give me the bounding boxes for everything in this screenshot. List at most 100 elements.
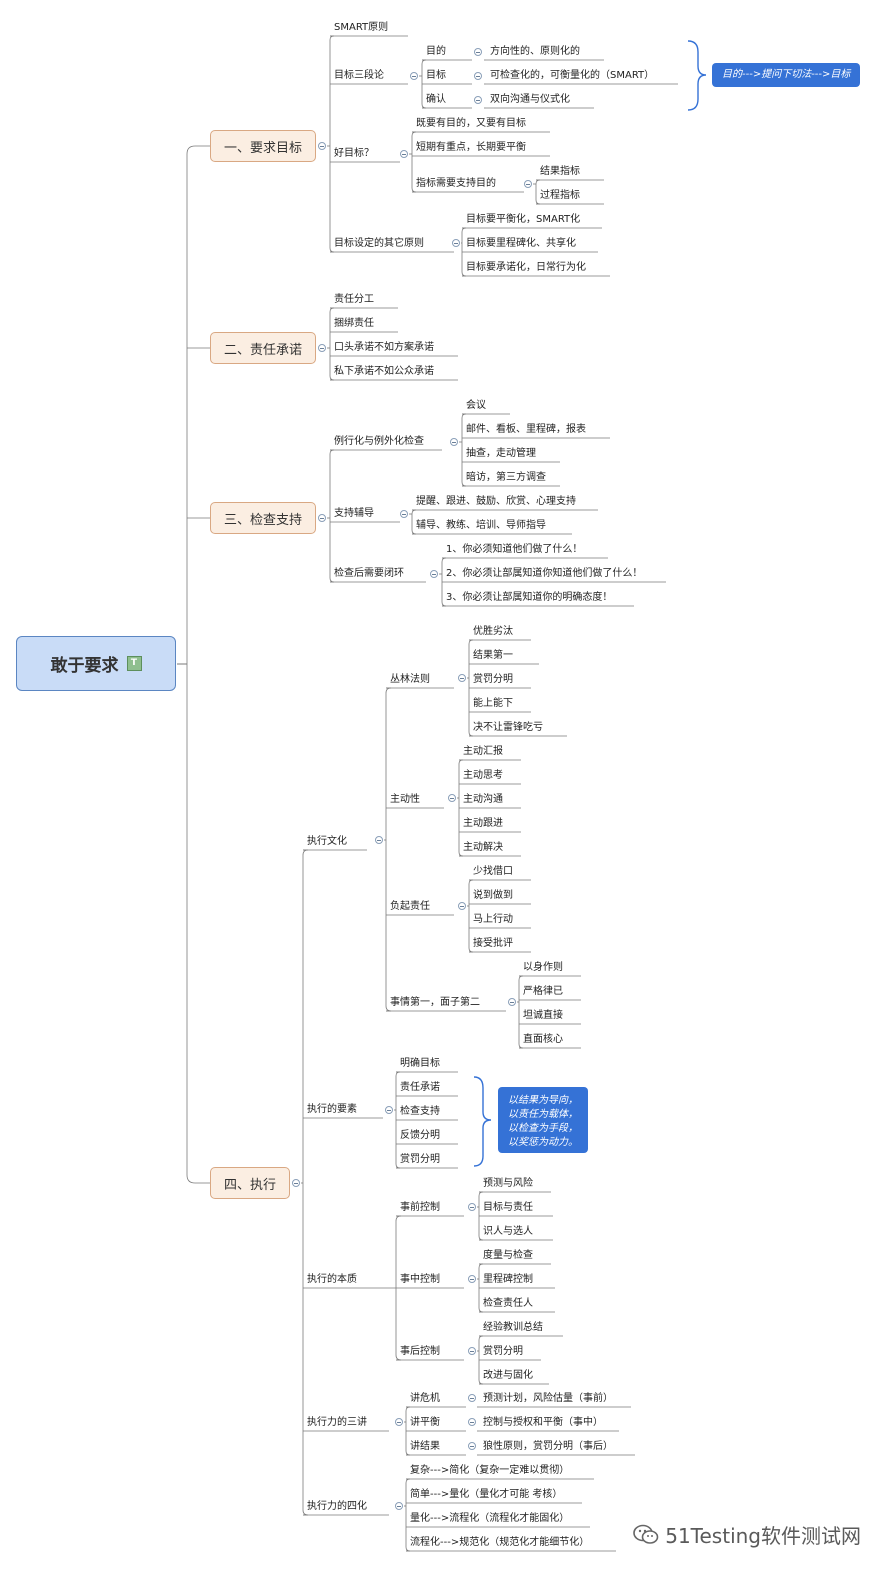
root-node[interactable]: 敢于要求 T [16, 636, 176, 691]
topic-node[interactable]: 主动沟通 [463, 794, 503, 805]
collapse-toggle-icon[interactable] [468, 1394, 476, 1402]
topic-node[interactable]: 复杂--->简化（复杂一定难以贯彻） [410, 1465, 570, 1476]
collapse-toggle-icon[interactable] [468, 1442, 476, 1450]
topic-node[interactable]: 抽查，走动管理 [466, 448, 536, 459]
topic-node[interactable]: 负起责任 [390, 901, 430, 912]
collapse-toggle-icon[interactable] [468, 1275, 476, 1283]
collapse-toggle-icon[interactable] [318, 142, 326, 150]
topic-node[interactable]: 私下承诺不如公众承诺 [334, 366, 434, 377]
topic-node[interactable]: 预测与风险 [483, 1178, 533, 1189]
topic-node[interactable]: 坦诚直接 [523, 1010, 563, 1021]
collapse-toggle-icon[interactable] [474, 72, 482, 80]
topic-node[interactable]: 狼性原则，赏罚分明（事后） [483, 1441, 613, 1452]
topic-node[interactable]: 事中控制 [400, 1274, 440, 1285]
collapse-toggle-icon[interactable] [458, 674, 466, 682]
topic-node[interactable]: 主动思考 [463, 770, 503, 781]
topic-node[interactable]: 目标要里程碑化、共享化 [466, 238, 576, 249]
collapse-toggle-icon[interactable] [400, 150, 408, 158]
topic-node[interactable]: 责任分工 [334, 294, 374, 305]
topic-node[interactable]: 目标与责任 [483, 1202, 533, 1213]
collapse-toggle-icon[interactable] [524, 180, 532, 188]
collapse-toggle-icon[interactable] [318, 514, 326, 522]
topic-node[interactable]: 结果指标 [540, 166, 580, 177]
topic-node[interactable]: 主动跟进 [463, 818, 503, 829]
topic-node[interactable]: 讲结果 [410, 1441, 440, 1452]
topic-node[interactable]: 严格律已 [523, 986, 563, 997]
topic-node[interactable]: 说到做到 [473, 890, 513, 901]
topic-node[interactable]: 3、你必须让部属知道你的明确态度！ [446, 592, 613, 603]
topic-node[interactable]: 目标 [426, 70, 446, 81]
collapse-toggle-icon[interactable] [468, 1418, 476, 1426]
topic-node[interactable]: 确认 [426, 94, 446, 105]
collapse-toggle-icon[interactable] [448, 794, 456, 802]
topic-node[interactable]: 责任承诺 [400, 1082, 440, 1093]
branch-responsibility[interactable]: 二、责任承诺 [210, 332, 316, 364]
topic-node[interactable]: 检查后需要闭环 [334, 568, 404, 579]
topic-node[interactable]: 简单--->量化（量化才可能 考核） [410, 1489, 563, 1500]
topic-node[interactable]: 目的 [426, 46, 446, 57]
collapse-toggle-icon[interactable] [430, 570, 438, 578]
topic-node[interactable]: 优胜劣汰 [473, 626, 513, 637]
collapse-toggle-icon[interactable] [395, 1418, 403, 1426]
collapse-toggle-icon[interactable] [410, 72, 418, 80]
topic-node[interactable]: 赏罚分明 [483, 1346, 523, 1357]
topic-node[interactable]: 目标三段论 [334, 70, 384, 81]
topic-node[interactable]: 讲危机 [410, 1393, 440, 1404]
topic-node[interactable]: 少找借口 [473, 866, 513, 877]
topic-node[interactable]: 提醒、跟进、鼓励、欣赏、心理支持 [416, 496, 576, 507]
topic-node[interactable]: 目标要承诺化，日常行为化 [466, 262, 586, 273]
topic-node[interactable]: 1、你必须知道他们做了什么！ [446, 544, 583, 555]
topic-node[interactable]: 度量与检查 [483, 1250, 533, 1261]
collapse-toggle-icon[interactable] [292, 1179, 300, 1187]
topic-node[interactable]: 执行的本质 [307, 1274, 357, 1285]
topic-node[interactable]: 事情第一，面子第二 [390, 997, 480, 1008]
topic-node[interactable]: 目标要平衡化，SMART化 [466, 214, 581, 225]
topic-node[interactable]: 改进与固化 [483, 1370, 533, 1381]
topic-node[interactable]: 决不让雷锋吃亏 [473, 722, 543, 733]
topic-node[interactable]: 会议 [466, 400, 486, 411]
topic-node[interactable]: 检查责任人 [483, 1298, 533, 1309]
topic-node[interactable]: 执行力的四化 [307, 1501, 367, 1512]
topic-node[interactable]: 检查支持 [400, 1106, 440, 1117]
topic-node[interactable]: 反馈分明 [400, 1130, 440, 1141]
topic-node[interactable]: 接受批评 [473, 938, 513, 949]
topic-node[interactable]: 暗访，第三方调查 [466, 472, 546, 483]
branch-requirement-goal[interactable]: 一、要求目标 [210, 130, 316, 162]
topic-node[interactable]: 支持辅导 [334, 508, 374, 519]
collapse-toggle-icon[interactable] [474, 96, 482, 104]
topic-node[interactable]: 流程化--->规范化（规范化才能细节化） [410, 1537, 590, 1548]
topic-node[interactable]: 赏罚分明 [473, 674, 513, 685]
topic-node[interactable]: 2、你必须让部属知道你知道他们做了什么！ [446, 568, 643, 579]
note-icon[interactable]: T [126, 656, 142, 671]
topic-node[interactable]: 主动解决 [463, 842, 503, 853]
topic-node[interactable]: 经验教训总结 [483, 1322, 543, 1333]
collapse-toggle-icon[interactable] [385, 1106, 393, 1114]
topic-node[interactable]: 识人与选人 [483, 1226, 533, 1237]
topic-node[interactable]: 执行的要素 [307, 1104, 357, 1115]
topic-node[interactable]: SMART原则 [334, 22, 389, 33]
topic-node[interactable]: 马上行动 [473, 914, 513, 925]
topic-node[interactable]: 邮件、看板、里程碑，报表 [466, 424, 586, 435]
topic-node[interactable]: 赏罚分明 [400, 1154, 440, 1165]
topic-node[interactable]: 直面核心 [523, 1034, 563, 1045]
topic-node[interactable]: 捆绑责任 [334, 318, 374, 329]
topic-node[interactable]: 执行力的三讲 [307, 1417, 367, 1428]
topic-node[interactable]: 控制与授权和平衡（事中） [483, 1417, 603, 1428]
topic-node[interactable]: 事后控制 [400, 1346, 440, 1357]
topic-node[interactable]: 能上能下 [473, 698, 513, 709]
collapse-toggle-icon[interactable] [395, 1502, 403, 1510]
collapse-toggle-icon[interactable] [450, 438, 458, 446]
collapse-toggle-icon[interactable] [458, 902, 466, 910]
topic-node[interactable]: 可检查化的，可衡量化的（SMART） [490, 70, 655, 81]
topic-node[interactable]: 量化--->流程化（流程化才能固化） [410, 1513, 570, 1524]
topic-node[interactable]: 讲平衡 [410, 1417, 440, 1428]
branch-execution[interactable]: 四、执行 [210, 1167, 290, 1199]
topic-node[interactable]: 事前控制 [400, 1202, 440, 1213]
branch-check-support[interactable]: 三、检查支持 [210, 502, 316, 534]
topic-node[interactable]: 执行文化 [307, 836, 347, 847]
topic-node[interactable]: 结果第一 [473, 650, 513, 661]
collapse-toggle-icon[interactable] [452, 239, 460, 247]
topic-node[interactable]: 丛林法则 [390, 674, 430, 685]
collapse-toggle-icon[interactable] [375, 836, 383, 844]
topic-node[interactable]: 好目标？ [334, 148, 374, 159]
